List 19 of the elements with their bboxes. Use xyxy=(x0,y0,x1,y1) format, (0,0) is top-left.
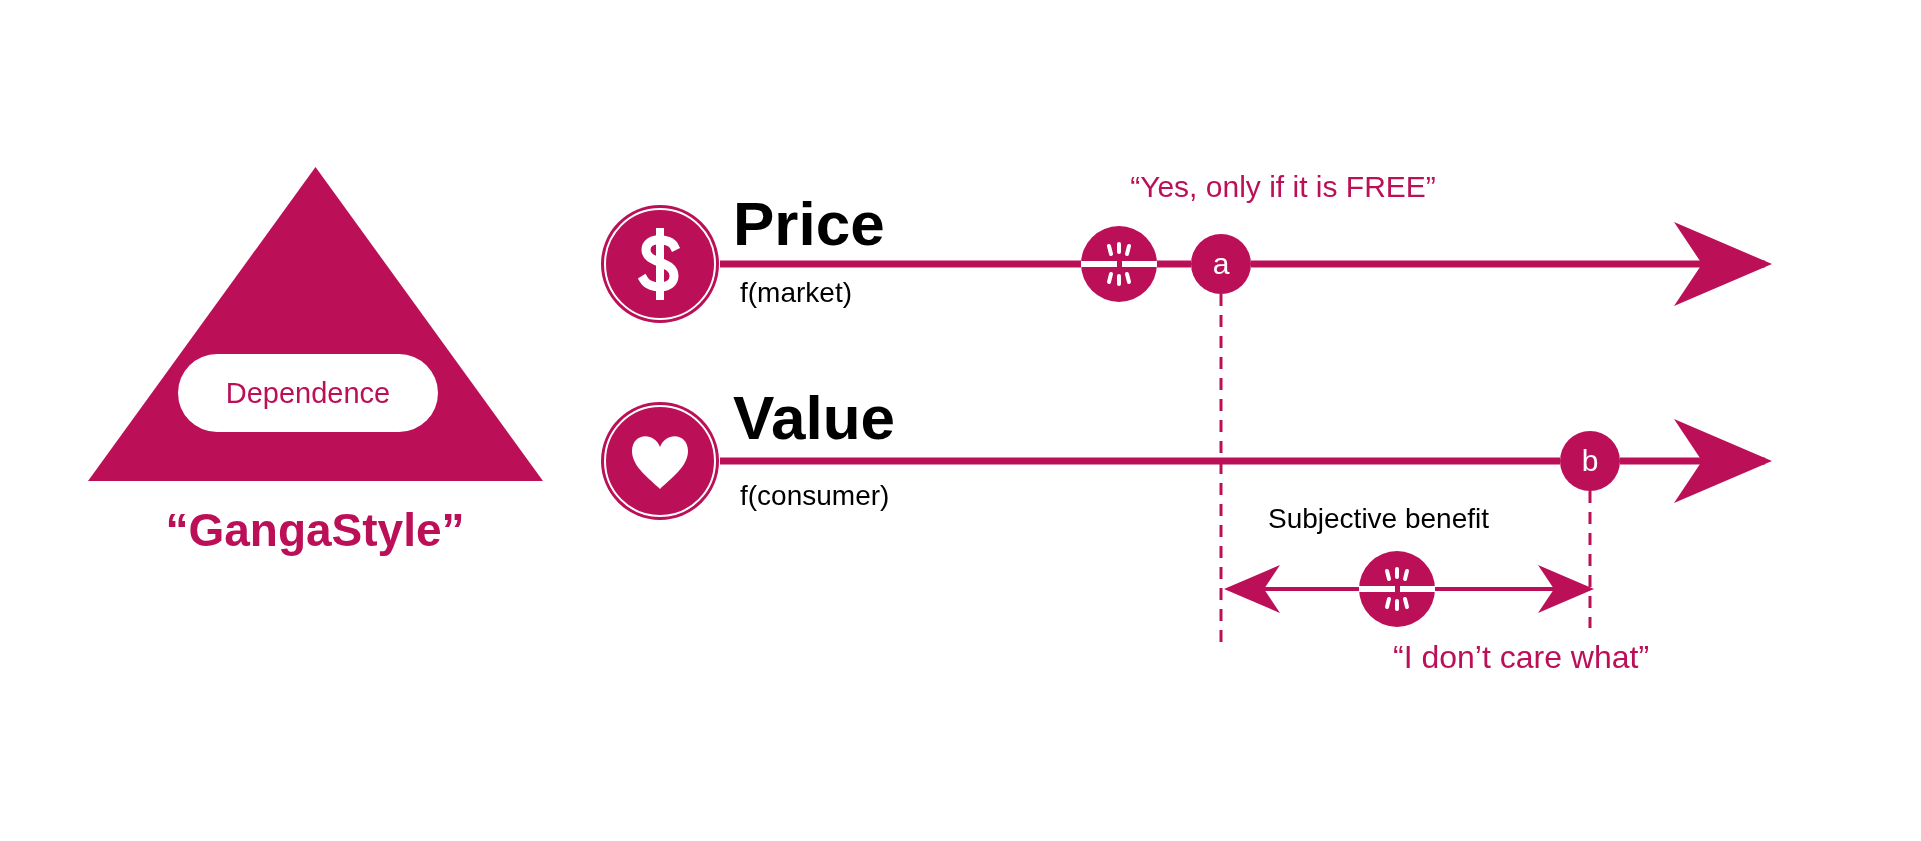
axis-line xyxy=(720,260,1081,268)
point-marker: b xyxy=(1560,431,1620,491)
axis-line xyxy=(720,457,1560,465)
point-marker: a xyxy=(1191,234,1251,294)
dashed-line xyxy=(1588,491,1592,628)
axis-subtitle: f(market) xyxy=(740,278,852,309)
arrow xyxy=(1435,565,1594,613)
axis-arrow xyxy=(1620,419,1772,503)
axis-subtitle: f(consumer) xyxy=(740,481,890,512)
arrow xyxy=(1224,565,1359,613)
rounded-label: Dependence xyxy=(178,354,438,432)
axis-arrow xyxy=(1251,222,1772,306)
axis-title: Price xyxy=(733,190,885,259)
axis-title: Value xyxy=(733,384,895,453)
quote-text: “Yes, only if it is FREE” xyxy=(1130,170,1436,203)
quote-text: “I don’t care what” xyxy=(1393,640,1650,676)
caption-text: “GangaStyle” xyxy=(165,505,465,556)
axis-line xyxy=(1157,260,1191,268)
span-label: Subjective benefit xyxy=(1268,504,1490,535)
